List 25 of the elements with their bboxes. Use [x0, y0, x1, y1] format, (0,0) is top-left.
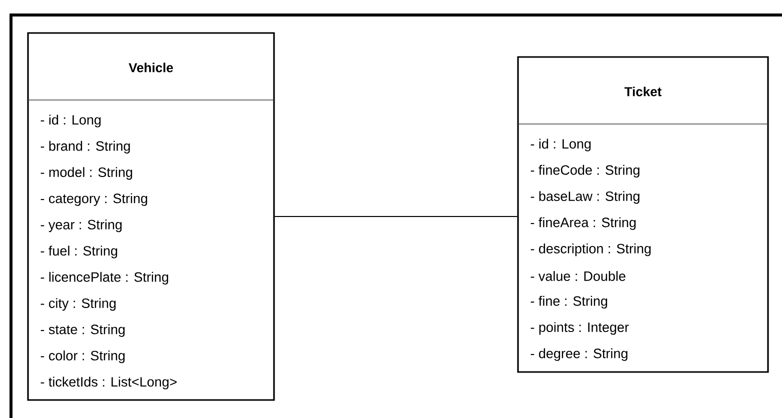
attribute-text: - baseLaw : String [530, 191, 640, 204]
class-box [517, 56, 769, 373]
association-line [274, 216, 518, 217]
class-name: Ticket [624, 86, 662, 96]
attribute-text: - fineCode : String [530, 164, 640, 178]
attribute-text: - description : String [530, 244, 651, 256]
attribute-text: - ticketIds : List<Long> [40, 376, 177, 390]
class-name: Vehicle [128, 62, 173, 72]
attribute-text: - fine : String [530, 296, 608, 308]
attribute-text: - year : String [40, 220, 122, 232]
attribute-text: - fuel : String [40, 246, 118, 258]
attribute-text: - city : String [40, 298, 116, 311]
attribute-text: - degree : String [530, 348, 628, 361]
attribute-text: - brand : String [40, 140, 130, 154]
class-box [27, 32, 275, 401]
attribute-text: - points : Integer [530, 322, 629, 335]
attribute-text: - id : Long [40, 114, 101, 128]
attribute-text: - state : String [40, 324, 125, 337]
attribute-text: - model : String [40, 167, 132, 180]
attribute-text: - category : String [40, 193, 148, 206]
attribute-text: - fineArea : String [530, 217, 636, 230]
attribute-text: - color : String [40, 350, 125, 364]
attribute-text: - value : Double [530, 271, 626, 281]
attribute-text: - id : Long [530, 138, 591, 152]
attribute-text: - licencePlate : String [40, 272, 168, 284]
